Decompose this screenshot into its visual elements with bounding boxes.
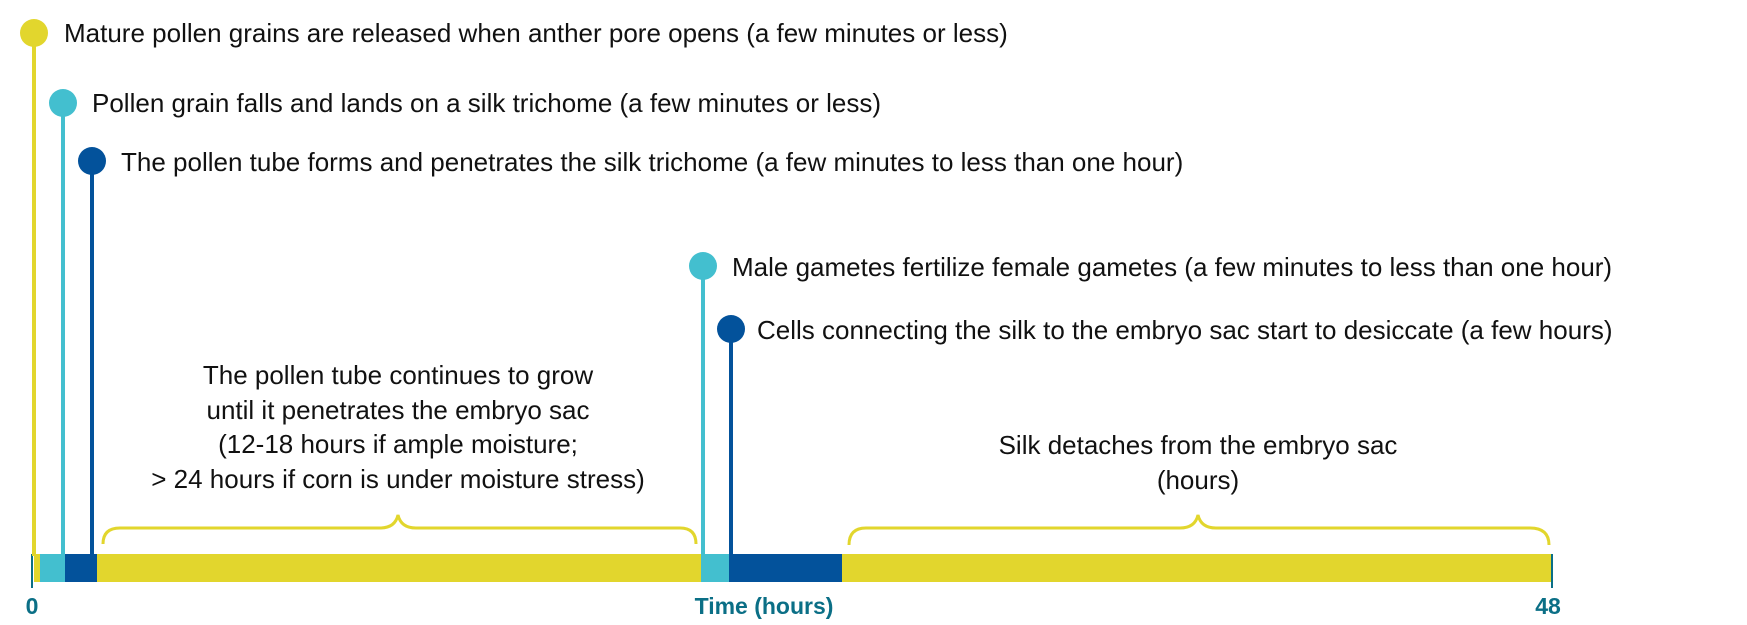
event-label-5: Cells connecting the silk to the embryo … xyxy=(757,315,1613,345)
event-markers xyxy=(20,19,745,556)
silk-detach-brace xyxy=(847,514,1551,546)
event-dot-1 xyxy=(20,19,48,47)
svg-text:until it penetrates the embryo: until it penetrates the embryo sac xyxy=(207,395,590,425)
svg-text:The pollen tube continues to g: The pollen tube continues to grow xyxy=(203,360,593,390)
svg-text:(hours): (hours) xyxy=(1157,465,1239,495)
timeline-bar xyxy=(31,554,1553,588)
event-dot-2 xyxy=(49,89,77,117)
tube-growth-brace xyxy=(101,514,698,545)
tube-growth-phase-text: The pollen tube continues to grow until … xyxy=(151,360,644,494)
svg-text:> 24 hours if corn is under mo: > 24 hours if corn is under moisture str… xyxy=(151,464,644,494)
event-label-3: The pollen tube forms and penetrates the… xyxy=(121,147,1183,177)
axis-end-label: 48 xyxy=(1535,593,1561,619)
event-label-2: Pollen grain falls and lands on a silk t… xyxy=(92,88,881,118)
event-label-4: Male gametes fertilize female gametes (a… xyxy=(732,252,1612,282)
svg-text:(12-18 hours if ample moisture: (12-18 hours if ample moisture; xyxy=(218,429,578,459)
axis-title: Time (hours) xyxy=(695,593,834,619)
event-dot-5 xyxy=(717,315,745,343)
axis-start-label: 0 xyxy=(26,593,39,619)
event-dot-4 xyxy=(689,252,717,280)
svg-text:Silk detaches from the embryo: Silk detaches from the embryo sac xyxy=(999,430,1398,460)
event-label-1: Mature pollen grains are released when a… xyxy=(64,18,1008,48)
event-dot-3 xyxy=(78,147,106,175)
silk-detach-phase-text: Silk detaches from the embryo sac (hours… xyxy=(999,430,1398,495)
